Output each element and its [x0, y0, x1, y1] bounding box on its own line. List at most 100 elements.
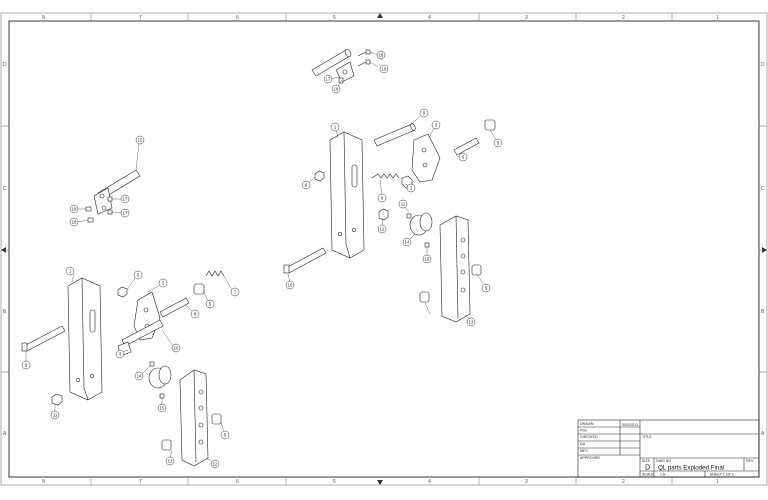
- zone-label-bottom-6: 6: [236, 479, 239, 485]
- balloon-r-12: 12: [380, 227, 385, 232]
- balloon-r-1: 1: [334, 125, 337, 130]
- left-channel-bracket: [67, 277, 103, 401]
- balloon-top-16: 16: [379, 53, 384, 58]
- balloon-r-6: 6: [305, 183, 308, 188]
- balloon-l-9: 9: [25, 363, 28, 368]
- balloon-l-6: 6: [137, 273, 140, 278]
- zone-label-bottom-1: 1: [716, 479, 719, 485]
- tb-drawn-date: 3/01/2013: [622, 423, 638, 427]
- tb-dwg-no-label: DWG NO: [656, 459, 671, 463]
- zone-label-left-d: D: [3, 62, 7, 68]
- tb-sheet-label: SHEET 1 OF 1: [710, 473, 734, 477]
- balloon-top-19: 19: [382, 67, 387, 72]
- tb-scale-value: 1:6: [660, 473, 665, 477]
- zone-label-bottom-7: 7: [139, 479, 142, 485]
- right-balloons: 1 6 8 9 3 5 2 12 11 14 15 5 10 13 5: [285, 108, 503, 327]
- zone-label-top-8: 8: [42, 15, 45, 21]
- tb-drawn-label: DRAWN: [580, 422, 594, 426]
- balloon-r-11: 11: [401, 202, 406, 207]
- balloon-ul-18a: 18: [72, 207, 77, 212]
- balloon-l-14: 14: [137, 374, 142, 379]
- zone-label-top-2: 2: [622, 15, 625, 21]
- balloon-r-3: 3: [435, 123, 438, 128]
- zone-label-bottom-5: 5: [333, 479, 336, 485]
- left-assembly: [21, 270, 225, 467]
- balloon-l-8: 8: [194, 312, 197, 317]
- balloon-r-2: 2: [410, 186, 413, 191]
- tb-checked-label: CHECKED: [580, 435, 598, 439]
- left-balloons: 1 6 7 2 5 8 9 3 10 11 14 15 5 13 12: [21, 266, 240, 469]
- right-lower-plate: [439, 215, 471, 323]
- balloon-l-5a: 5: [209, 302, 212, 307]
- title-block: DRAWN Fhm 3/01/2013 CHECKED QA MFG APPRO…: [577, 419, 760, 478]
- upper-left-assembly: [85, 169, 141, 223]
- balloon-r-5b: 5: [462, 155, 465, 160]
- balloon-r-14: 14: [405, 240, 410, 245]
- balloon-r-8: 8: [381, 196, 384, 201]
- zone-label-right-a: A: [761, 431, 765, 437]
- zone-label-left-a: A: [3, 431, 7, 437]
- right-cam-plate: [411, 133, 441, 183]
- balloon-r-5c: 5: [485, 286, 488, 291]
- balloon-r-13: 13: [469, 320, 474, 325]
- zone-label-left-b: B: [3, 309, 7, 315]
- top-assembly: [311, 49, 371, 84]
- balloon-ul-17b: 17: [123, 211, 128, 216]
- center-marks: [1, 13, 767, 485]
- balloon-top-17: 17: [326, 77, 331, 82]
- tb-size-label: SIZE: [642, 459, 651, 463]
- upper-left-bracket: [93, 187, 113, 215]
- upper-left-balloons: 15 17 17 18 18: [69, 135, 145, 227]
- zone-label-left-c: C: [3, 186, 7, 192]
- balloon-l-5b: 5: [224, 433, 227, 438]
- balloon-l-12: 12: [213, 462, 218, 467]
- top-leaders: [330, 51, 379, 87]
- zone-ticks: [1, 13, 767, 485]
- zone-label-bottom-2: 2: [622, 479, 625, 485]
- balloon-top-18: 18: [334, 87, 339, 92]
- balloon-l-11: 11: [53, 413, 58, 418]
- right-assembly: [283, 119, 496, 323]
- tb-qa-label: QA: [580, 442, 586, 446]
- balloon-r-10: 10: [288, 283, 293, 288]
- tb-scale-label: SCALE: [642, 473, 654, 477]
- inner-border: [8, 20, 760, 478]
- tb-approved-label: APPROVED: [580, 456, 600, 460]
- zone-label-bottom-4: 4: [428, 479, 431, 485]
- balloon-ul-15: 15: [138, 138, 143, 143]
- balloon-l-2: 2: [162, 281, 165, 286]
- zone-label-top-4: 4: [428, 15, 431, 21]
- zone-label-right-c: C: [761, 186, 765, 192]
- balloon-l-7: 7: [234, 290, 237, 295]
- zone-label-bottom-3: 3: [525, 479, 528, 485]
- balloon-l-13: 13: [168, 459, 173, 464]
- tb-drawn-by: Fhm: [580, 429, 587, 433]
- zone-label-right-b: B: [761, 309, 765, 315]
- balloon-l-3: 3: [119, 352, 122, 357]
- balloon-r-9: 9: [423, 111, 426, 116]
- left-lower-plate: [179, 369, 209, 467]
- balloon-l-15: 15: [160, 406, 165, 411]
- zone-label-bottom-8: 8: [42, 479, 45, 485]
- zone-label-top-6: 6: [236, 15, 239, 21]
- zone-label-top-1: 1: [716, 15, 719, 21]
- balloon-ul-17a: 17: [123, 197, 128, 202]
- balloon-ul-18b: 18: [72, 220, 77, 225]
- zone-label-top-7: 7: [139, 15, 142, 21]
- outer-border: [0, 12, 768, 486]
- upper-left-leaders: [77, 142, 140, 223]
- tb-size-value: D: [645, 465, 650, 472]
- tb-rev-label: REV: [746, 459, 754, 463]
- zone-label-top-3: 3: [525, 15, 528, 21]
- right-channel-bracket: [329, 131, 365, 259]
- balloon-r-15: 15: [425, 257, 430, 262]
- tb-mfg-label: MFG: [580, 449, 588, 453]
- balloon-l-1: 1: [69, 269, 72, 274]
- top-balloons: 16 17 18 19: [323, 50, 389, 94]
- tb-dwg-no-value: QL parts Exploded Final: [658, 465, 724, 472]
- zone-label-top-5: 5: [333, 15, 336, 21]
- balloon-l-10: 10: [174, 346, 179, 351]
- left-leaders: [25, 273, 233, 463]
- right-leaders: [287, 114, 497, 321]
- balloon-r-5a: 5: [497, 141, 500, 146]
